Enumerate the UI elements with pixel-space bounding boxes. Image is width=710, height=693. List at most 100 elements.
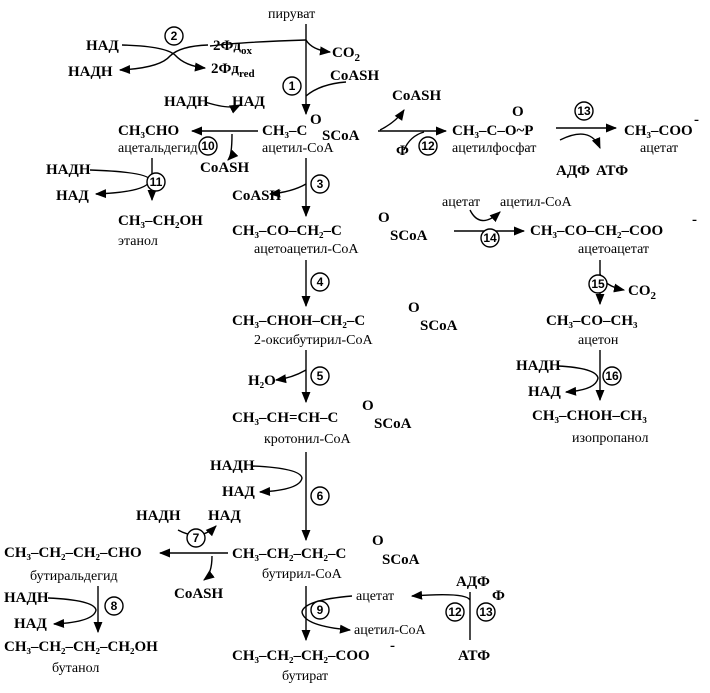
acetylphosphate-name: ацетилфосфат	[452, 141, 536, 156]
thioester-o-1: O	[310, 112, 322, 128]
enzyme-4-label: 4	[317, 275, 324, 289]
thioester-o-4: O	[408, 300, 420, 316]
crotonyl-coa-formula: CH₃–CH=CH–C	[232, 410, 338, 426]
enzyme-2-circle	[164, 26, 184, 46]
acetylphosphate-formula: CH₃–C–O~P	[452, 123, 533, 139]
nadh-16: НАДН	[516, 358, 561, 374]
arrow-coash-in-1	[305, 81, 347, 97]
arrow-co2-release	[305, 39, 332, 56]
enzyme-6-circle	[310, 486, 330, 506]
enzyme-5-marker: 5	[310, 366, 330, 386]
enzyme-11-label: 11	[150, 175, 163, 189]
butyryl-coa-formula: CH₃–CH₂–CH₂–C	[232, 546, 346, 562]
enzyme-11-marker: 11	[146, 172, 166, 192]
enzyme-9-circle	[310, 600, 330, 620]
acetoacetyl-coa-name: ацетоацетил-CoA	[254, 242, 359, 257]
enzyme-12-circle-bottom	[445, 602, 465, 622]
enzyme-5-label: 5	[317, 369, 324, 383]
arrow-nadh-6	[251, 465, 303, 496]
butyryl-coa-name: бутирил-CoA	[262, 567, 343, 582]
enzyme-14-marker: 14	[480, 228, 500, 248]
acetone-formula: CH₃–CO–CH₃	[546, 313, 638, 329]
arrow-water-release-5	[274, 369, 307, 384]
nadh-6: НАДН	[210, 458, 255, 474]
coash-7: CoASH	[174, 586, 224, 602]
ethanol-name: этанол	[118, 234, 158, 249]
fd-ox: 2Фдox	[213, 38, 252, 57]
nad-8: НАД	[14, 616, 48, 632]
water-5: H₂O	[248, 373, 276, 389]
enzyme-7-circle	[186, 528, 206, 548]
acetoacetate-minus: -	[692, 212, 697, 228]
enzyme-6-label: 6	[317, 489, 324, 503]
enzyme-13-label-bottom: 13	[479, 605, 493, 619]
enzyme-8-marker: 8	[104, 596, 124, 616]
enzyme-1-label: 1	[289, 79, 296, 93]
thioester-o-6: O	[372, 533, 384, 549]
acetaldehyde-formula: CH₃CHO	[118, 123, 179, 139]
atp-13: АТФ	[596, 163, 628, 179]
coash-10: CoASH	[200, 160, 250, 176]
enzyme-14-circle	[480, 228, 500, 248]
acetate-name-1: ацетат	[640, 141, 678, 156]
co2-1: CO2	[332, 45, 361, 64]
enzyme-14-label: 14	[483, 231, 497, 245]
coash-1: CoASH	[330, 68, 380, 84]
crotonyl-coa-name: кротонил-CoA	[264, 432, 352, 447]
arrow-coash-out-12	[379, 109, 405, 131]
enzyme-8-label: 8	[111, 599, 118, 613]
enzyme-16-marker: 16	[602, 366, 622, 386]
enzyme-1-marker: 1	[282, 76, 302, 96]
butyraldehyde-formula: CH₃–CH₂–CH₂–CHO	[4, 545, 142, 561]
enzyme-12-label: 12	[421, 139, 435, 153]
acetoacetate-name: ацетоацетат	[578, 242, 649, 257]
pyruvate-label: пируват	[268, 7, 315, 22]
nad-16: НАД	[528, 384, 562, 400]
nadh-11: НАДН	[46, 162, 91, 178]
butyrate-minus: -	[390, 638, 395, 654]
hydroxybutyryl-coa-formula: CH₃–CHOH–CH₂–C	[232, 313, 365, 329]
enzyme-13-marker-bottom: 13	[476, 602, 496, 622]
enzyme-10-circle	[198, 136, 218, 156]
arrow-nad-cycle-2a	[121, 44, 207, 72]
fd-red: 2Фдred	[211, 61, 255, 80]
arrow-nadh-11	[89, 169, 151, 199]
nad-2: НАД	[86, 38, 120, 54]
enzyme-16-label: 16	[605, 369, 619, 383]
arrow-coash-out-10	[227, 133, 239, 161]
atp-bottom: АТФ	[458, 648, 490, 664]
enzyme-9-marker: 9	[310, 600, 330, 620]
ethanol-formula: CH₃–CH₂OH	[118, 213, 203, 229]
arrow-nad-cycle-2b	[118, 44, 209, 74]
nad-7: НАД	[208, 508, 242, 524]
phosphate-o: O	[512, 104, 524, 120]
thioester-o-5: O	[362, 398, 374, 414]
enzyme-16-circle	[602, 366, 622, 386]
enzyme-15-marker: 15	[588, 274, 608, 294]
butanol-name: бутанол	[52, 661, 99, 676]
enzyme-10-label: 10	[201, 139, 215, 153]
isopropanol-name: изопропанол	[572, 431, 648, 446]
arrow-fd-link	[209, 39, 307, 47]
coash-3: CoASH	[232, 188, 282, 204]
thioester-o-3: O	[378, 210, 390, 226]
enzyme-2-label: 2	[171, 29, 178, 43]
enzyme-12-label-bottom: 12	[448, 605, 462, 619]
acetoacetyl-coa-formula: CH₃–CO–CH₂–C	[232, 223, 342, 239]
nadh-10: НАДН	[164, 94, 209, 110]
nad-11: НАД	[56, 188, 90, 204]
acetyl-coa-9: ацетил-CoA	[354, 623, 427, 638]
arrow-phi-in-12	[403, 131, 425, 151]
enzyme-2-marker: 2	[164, 26, 184, 46]
enzyme-3-marker: 3	[310, 174, 330, 194]
nadh-8: НАДН	[4, 590, 49, 606]
thioester-scoa-6: SCoA	[382, 552, 420, 568]
coash-12: CoASH	[392, 88, 442, 104]
acetate-9: ацетат	[356, 589, 394, 604]
adp-13: АДФ	[556, 163, 590, 179]
enzyme-13-circle	[574, 101, 594, 121]
acetaldehyde-name: ацетальдегид	[118, 141, 198, 156]
